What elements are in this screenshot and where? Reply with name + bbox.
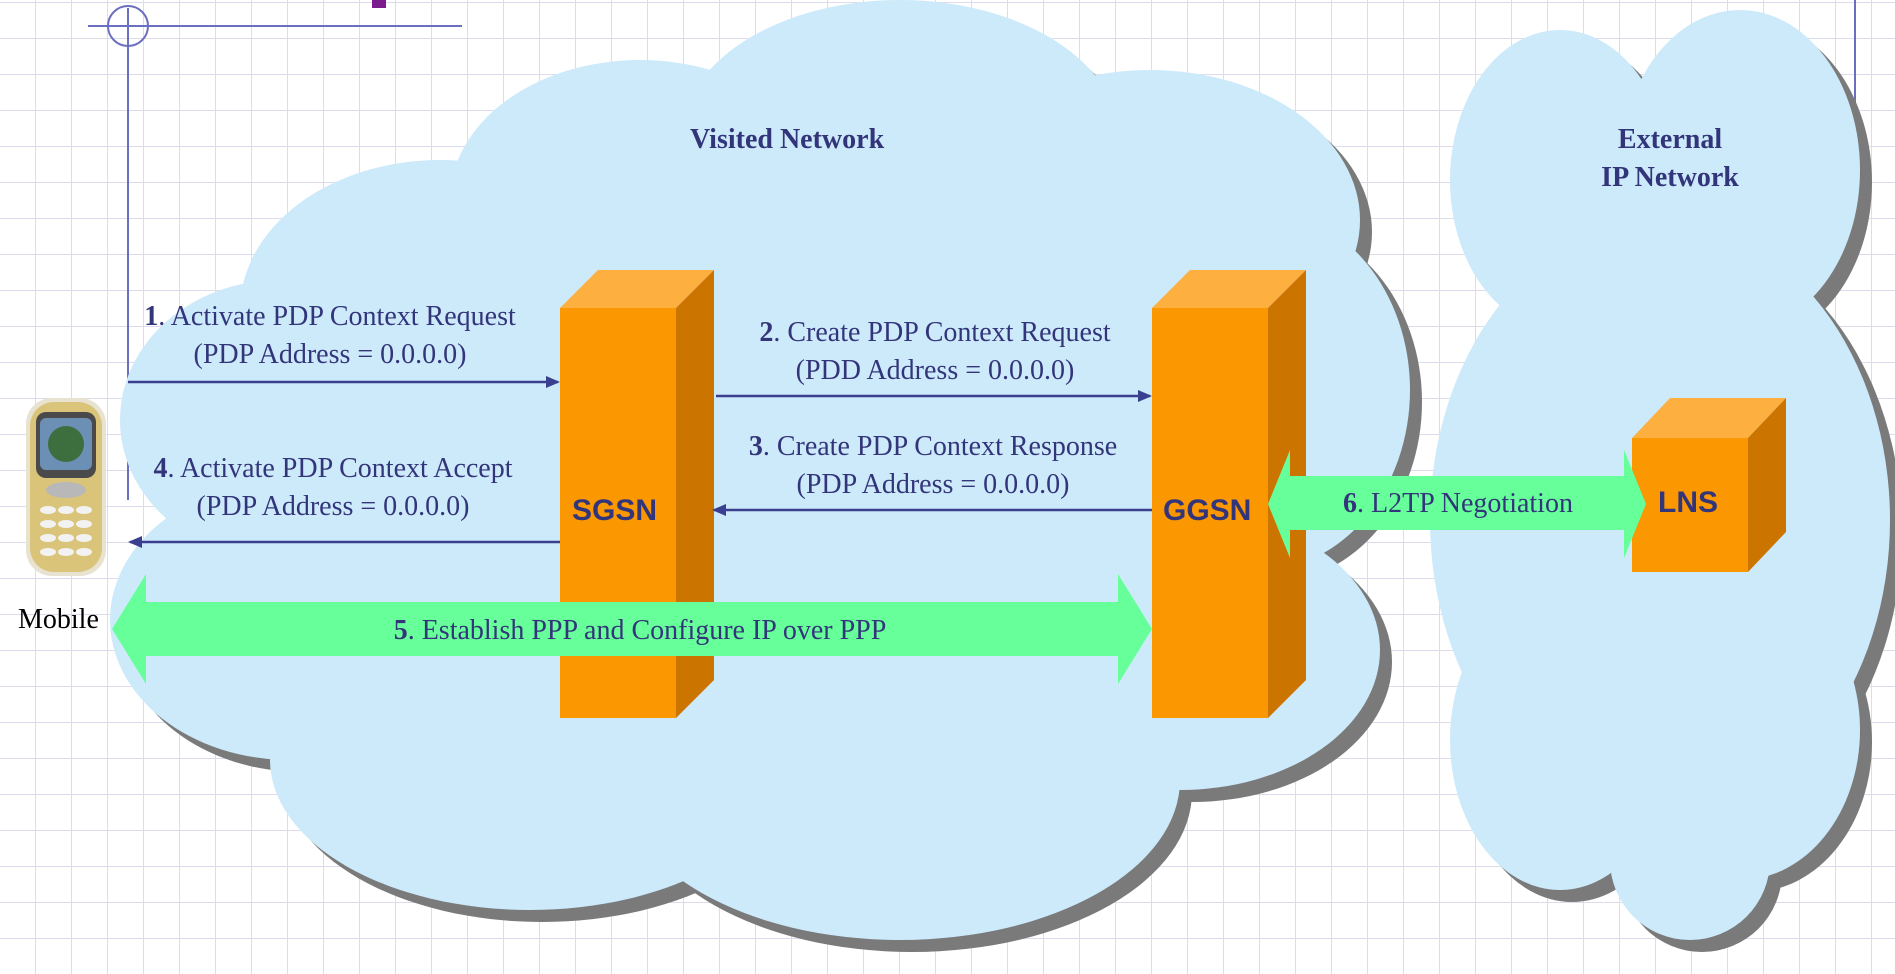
lns-node-box (1632, 398, 1786, 572)
external-network-title-line1: External (1617, 124, 1723, 155)
message-1-line1: . Activate PDP Context Request (158, 301, 516, 332)
message-1-line2: (PDP Address = 0.0.0.0) (193, 339, 467, 370)
message-3-line1: . Create PDP Context Response (762, 431, 1118, 462)
message-2-number: 2 (759, 317, 774, 348)
message-5-line1: . Establish PPP and Configure IP over PP… (407, 615, 887, 646)
ggsn-label: GGSN (1163, 494, 1252, 527)
mobile-phone-icon (26, 398, 106, 576)
message-6-label: 6. L2TP Negotiation (1318, 485, 1598, 523)
mobile-label: Mobile (18, 604, 99, 635)
arrow-5-ppp (112, 574, 1152, 684)
message-4-line2: (PDP Address = 0.0.0.0) (196, 491, 470, 522)
title-fragment (372, 0, 386, 8)
lns-label: LNS (1658, 486, 1718, 519)
message-4-line1: . Activate PDP Context Accept (167, 453, 513, 484)
message-3-line2: (PDP Address = 0.0.0.0) (796, 469, 1070, 500)
message-6-line1: . L2TP Negotiation (1357, 488, 1573, 519)
arrow-6-l2tp (1268, 450, 1646, 558)
message-4-label: 4. Activate PDP Context Accept (PDP Addr… (118, 450, 548, 526)
message-4-number: 4 (153, 453, 168, 484)
message-5-label: 5. Establish PPP and Configure IP over P… (330, 612, 950, 650)
message-5-number: 5 (393, 615, 408, 646)
message-1-number: 1 (144, 301, 159, 332)
message-3-number: 3 (748, 431, 763, 462)
message-1-label: 1. Activate PDP Context Request (PDP Add… (115, 298, 545, 374)
message-6-number: 6 (1343, 488, 1358, 519)
visited-network-title: Visited Network (690, 124, 885, 155)
external-network-title-line2: IP Network (1601, 162, 1739, 193)
external-network-title: External IP Network (1580, 121, 1760, 197)
message-3-label: 3. Create PDP Context Response (PDP Addr… (718, 428, 1148, 504)
sgsn-label: SGSN (572, 494, 658, 527)
message-2-line2: (PDD Address = 0.0.0.0) (795, 355, 1075, 386)
message-2-line1: . Create PDP Context Request (773, 317, 1111, 348)
message-2-label: 2. Create PDP Context Request (PDD Addre… (725, 314, 1145, 390)
